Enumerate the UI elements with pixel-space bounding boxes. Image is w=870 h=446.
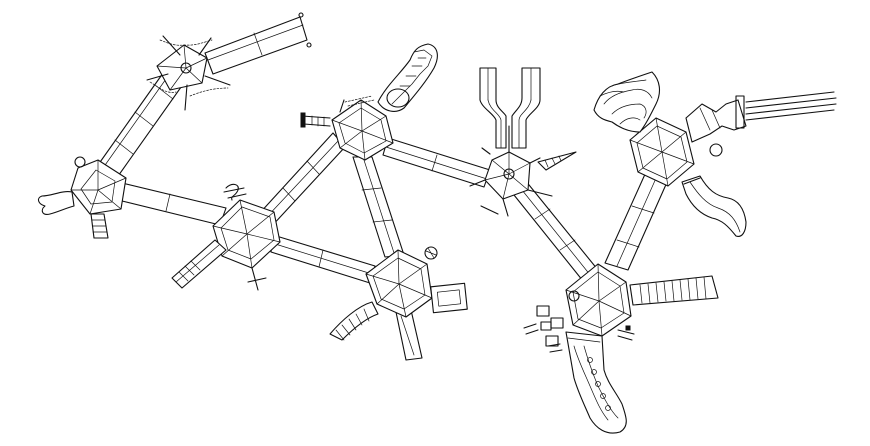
tower-h-curvy-slide	[681, 175, 747, 237]
tower-a-slide	[37, 191, 75, 215]
tower-d-tube-slide	[377, 43, 438, 112]
bridge-f-g	[509, 179, 599, 282]
walkway-g-right	[629, 275, 719, 306]
tower-c-post	[247, 267, 267, 291]
tower-h-telescope	[685, 91, 837, 143]
bridge-g-h	[604, 171, 669, 271]
tower-c-climber	[223, 183, 247, 201]
tower-g-roof	[565, 263, 632, 337]
tower-a-ladder	[90, 213, 109, 239]
tower-f-frame	[469, 125, 553, 217]
bridge-d-f	[382, 137, 491, 188]
stair-e-down	[395, 309, 423, 361]
tower-a-roof	[70, 156, 127, 215]
tower-g-climbers	[523, 305, 635, 353]
tower-e-roof	[365, 249, 433, 318]
tower-h-roof	[629, 117, 723, 187]
tower-b-frame	[146, 35, 231, 111]
bridge-a-c	[117, 182, 227, 226]
tower-d-step-ladder	[300, 112, 331, 128]
tower-g-wave-slide	[565, 331, 627, 434]
bridge-c-e	[270, 234, 376, 284]
tower-h-rock-climber	[593, 71, 661, 133]
tower-d-roof	[331, 99, 394, 161]
tower-f-flag	[537, 151, 577, 171]
tower-e-globe	[424, 246, 438, 260]
tower-e-spiral-slide	[329, 301, 379, 341]
bridge-b-top	[204, 12, 312, 75]
bridge-d-e	[352, 156, 405, 258]
tower-f-double-tube	[479, 67, 541, 149]
tower-d-rail	[339, 95, 375, 113]
tower-e-platform	[430, 282, 468, 314]
tower-c-slide	[171, 239, 227, 289]
